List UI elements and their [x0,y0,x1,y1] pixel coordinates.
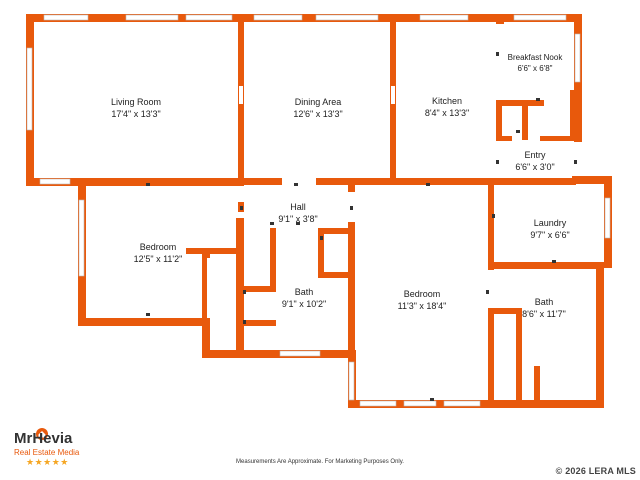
room-dimensions: 6'6" x 3'0" [515,162,554,172]
room-dimensions: 17'4" x 13'3" [111,109,160,119]
exterior-walls [26,14,612,408]
door-openings [207,86,574,318]
room-name: Dining Area [295,97,342,107]
room-bedroom-2: Bedroom 11'3" x 18'4" [398,289,447,311]
room-name: Breakfast Nook [508,53,564,62]
room-bath-1: Bath 9'1" x 10'2" [282,287,326,309]
room-breakfast-nook: Breakfast Nook 6'6" x 6'8" [508,53,564,73]
room-name: Entry [524,150,546,160]
room-name: Bedroom [404,289,441,299]
door-ticks [146,52,577,401]
interior-walls [186,20,602,406]
room-dimensions: 9'7" x 6'6" [530,230,569,240]
room-dimensions: 9'1" x 10'2" [282,299,326,309]
room-dimensions: 12'5" x 11'2" [134,254,183,264]
room-bath-2: Bath 8'6" x 11'7" [522,297,566,319]
windows [26,14,611,407]
room-dimensions: 12'6" x 13'3" [293,109,342,119]
room-name: Bedroom [140,242,177,252]
room-dining-area: Dining Area 12'6" x 13'3" [293,97,342,119]
room-dimensions: 8'4" x 13'3" [425,108,469,118]
copyright-text: © 2026 LERA MLS [555,466,636,476]
room-dimensions: 6'6" x 6'8" [518,64,553,73]
room-entry: Entry 6'6" x 3'0" [515,150,554,172]
room-dimensions: 9'1" x 3'8" [278,214,317,224]
room-bedroom-1: Bedroom 12'5" x 11'2" [134,242,183,264]
room-name: Laundry [534,218,567,228]
room-living-room: Living Room 17'4" x 13'3" [111,97,161,119]
company-logo: MrHevia Real Estate Media ★★★★★ [12,426,102,470]
room-name: Bath [535,297,554,307]
house-pin-icon [36,428,48,440]
room-laundry: Laundry 9'7" x 6'6" [530,218,569,240]
copyright-label: 2026 LERA MLS [565,466,636,476]
room-name: Kitchen [432,96,462,106]
room-hall: Hall 9'1" x 3'8" [278,202,317,224]
room-kitchen: Kitchen 8'4" x 13'3" [425,96,469,118]
logo-name: MrHevia [14,430,73,447]
room-name: Living Room [111,97,161,107]
room-name: Bath [295,287,314,297]
room-dimensions: 11'3" x 18'4" [398,301,447,311]
disclaimer-text: Measurements Are Approximate. For Market… [236,459,404,465]
room-name: Hall [290,202,306,212]
room-dimensions: 8'6" x 11'7" [522,309,566,319]
logo-stars: ★★★★★ [26,457,69,467]
logo-subtitle: Real Estate Media [14,448,80,457]
